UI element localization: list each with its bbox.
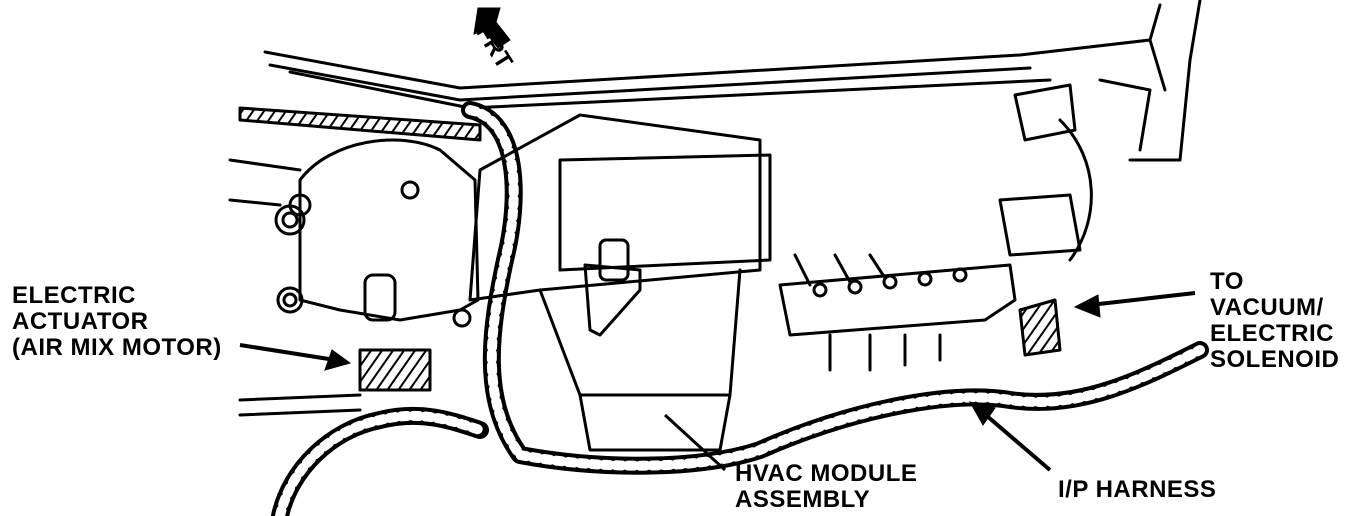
front-direction-arrow-icon xyxy=(473,7,511,49)
solenoid-arrowhead-icon xyxy=(1073,294,1101,318)
upper-trim-left xyxy=(238,106,482,142)
harness-label: I/P HARNESS xyxy=(1058,476,1217,503)
actuator-arrowhead-icon xyxy=(324,349,352,371)
actuator-connector xyxy=(358,348,432,392)
hvac-label-line2: ASSEMBLY xyxy=(735,486,871,513)
harness-arrowhead-icon xyxy=(968,401,996,426)
solenoid-label-line1: TO xyxy=(1210,268,1244,295)
hvac-module-top xyxy=(468,113,762,302)
solenoid-label-line2: VACUUM/ xyxy=(1210,294,1324,321)
ip-harness-hatch xyxy=(465,105,1205,471)
actuator-body xyxy=(298,138,480,322)
right-connector xyxy=(998,193,1082,257)
solenoid-leader xyxy=(1089,291,1196,307)
actuator-label-line1: ELECTRIC xyxy=(12,282,136,309)
solenoid-label-line3: ELECTRIC xyxy=(1210,320,1334,347)
harness-leader xyxy=(978,408,1052,472)
hvac-leader xyxy=(663,413,727,472)
solenoid-block xyxy=(778,263,1017,337)
solenoid-label-line4: SOLENOID xyxy=(1210,346,1340,373)
actuator-label-line3: (AIR MIX MOTOR) xyxy=(12,334,222,361)
hvac-label-line1: HVAC MODULE xyxy=(735,460,918,487)
actuator-label-line2: ACTUATOR xyxy=(12,308,149,335)
dash-top-edge xyxy=(263,38,1167,92)
actuator-leader xyxy=(239,343,336,362)
